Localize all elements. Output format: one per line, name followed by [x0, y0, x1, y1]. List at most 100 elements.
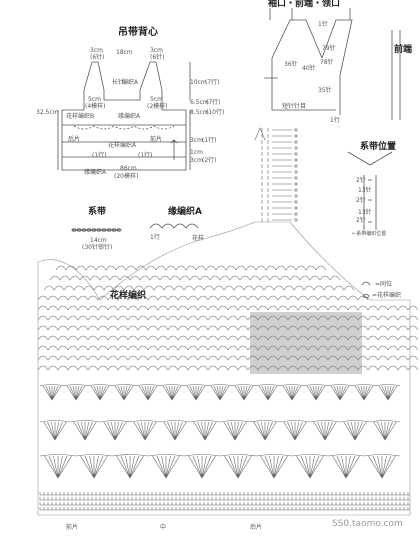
cuff-hem-neck-title: 袖口・前端・领口 — [268, 0, 341, 9]
fan-motif — [193, 421, 217, 441]
vest-label: 32.5cm — [36, 109, 59, 116]
vest-label: 1cm — [190, 149, 203, 156]
stem-dot — [294, 188, 298, 192]
legend-item: =花样编织 — [372, 292, 402, 299]
fan-arc — [249, 420, 281, 423]
fan-arc — [369, 420, 401, 423]
fan-arc — [291, 454, 329, 457]
fan-arc — [183, 384, 209, 387]
tie-chain-stitch — [86, 228, 92, 232]
edging-sample — [149, 223, 199, 229]
fan-motif — [378, 385, 398, 401]
tie-chain-stitch — [91, 228, 97, 232]
fan-arc — [279, 384, 305, 387]
fan-motif — [368, 455, 396, 479]
tie-chain-label: (30针锁针) — [82, 244, 113, 251]
fan-motif — [42, 385, 62, 401]
cuff-side — [264, 58, 336, 111]
vest-label: (1行) — [138, 152, 153, 159]
vest-label: (4模样) — [85, 103, 106, 110]
cuff-outline — [271, 19, 353, 115]
base-row — [39, 497, 410, 501]
strap-vest-title: 吊带背心 — [118, 27, 158, 38]
legend-symbol — [361, 281, 371, 286]
stem-top — [254, 127, 266, 141]
fan-arc — [87, 384, 113, 387]
vest-band-lines — [62, 124, 186, 158]
scallop-row — [55, 265, 327, 271]
fan-arc — [303, 384, 329, 387]
vest-label: (7行) — [206, 99, 221, 106]
vest-label: 3cm — [190, 157, 203, 164]
stem-dot — [294, 164, 298, 168]
cuff-label: 1针 — [318, 21, 328, 28]
vest-arrow — [170, 139, 178, 160]
tie-position-note: ←系带编织位置 — [352, 231, 387, 237]
vest-label: 编织A — [122, 79, 139, 86]
stem-row — [261, 194, 292, 198]
vest-label: 3cm — [150, 47, 163, 54]
stem-row — [261, 218, 292, 222]
tie-chain-stitch — [111, 228, 117, 232]
fan-motif — [354, 385, 374, 401]
fan-motif — [296, 455, 324, 479]
edging-a-title: 缘编织A — [168, 207, 202, 217]
vest-label: (6针) — [90, 54, 105, 61]
stem-row — [261, 188, 292, 192]
vest-label: 3cm — [190, 137, 203, 144]
vest-label: (10行) — [206, 109, 225, 116]
fan-motif — [90, 385, 110, 401]
scallop-row — [43, 285, 355, 291]
fan-motif — [313, 421, 337, 441]
fan-motif — [138, 385, 158, 401]
fan-arc — [39, 454, 77, 457]
vest-label: (7行) — [205, 79, 220, 86]
fan-motif — [373, 421, 397, 441]
body-outline — [37, 221, 411, 516]
vest-label: (2模样) — [147, 103, 168, 110]
fan-motif — [234, 385, 254, 401]
fan-arc — [279, 420, 311, 423]
fan-motif — [223, 421, 247, 441]
base-row — [39, 507, 410, 511]
bottom-label-right: 后片 — [250, 524, 263, 531]
base-row — [39, 492, 410, 496]
fan-motif — [44, 455, 72, 479]
base-row — [39, 502, 410, 506]
edging-pattern-label: 花样 — [192, 235, 205, 242]
fan-arc — [147, 454, 185, 457]
stem-dot — [294, 212, 298, 216]
tie-position-label: 2针 — [356, 217, 366, 224]
fan-arc — [219, 454, 257, 457]
vest-label: (1行) — [92, 152, 107, 159]
tie-chain-stitch — [81, 228, 87, 232]
legend-symbol — [362, 294, 370, 298]
cuff-label: 40针 — [302, 65, 316, 72]
vest-label: (20模样) — [114, 173, 139, 180]
fan-arc — [159, 384, 185, 387]
fan-arc — [375, 384, 401, 387]
vest-dimension-lines — [57, 62, 191, 170]
stem-row — [261, 128, 292, 132]
pattern-stitch-title: 花样编织 — [110, 291, 147, 301]
fan-arc — [159, 420, 191, 423]
fan-arc — [63, 384, 89, 387]
highlighted-repeat-area — [250, 312, 362, 374]
stem-row — [261, 176, 292, 180]
fan-motif — [253, 421, 277, 441]
fan-arc — [207, 384, 233, 387]
fan-arc — [327, 384, 353, 387]
scallop-row — [37, 365, 419, 371]
fan-motif — [152, 455, 180, 479]
scallop-row — [37, 315, 419, 321]
stem-row — [261, 152, 292, 156]
legend-item: =同位 — [375, 281, 393, 288]
tie-chain-stitch — [76, 228, 82, 232]
fan-arc — [75, 454, 113, 457]
scallop-row — [37, 305, 419, 311]
vest-label: 5cm — [150, 96, 163, 103]
vest-label: (1行) — [202, 137, 217, 144]
tie-strip — [363, 175, 377, 230]
fan-motif — [188, 455, 216, 479]
